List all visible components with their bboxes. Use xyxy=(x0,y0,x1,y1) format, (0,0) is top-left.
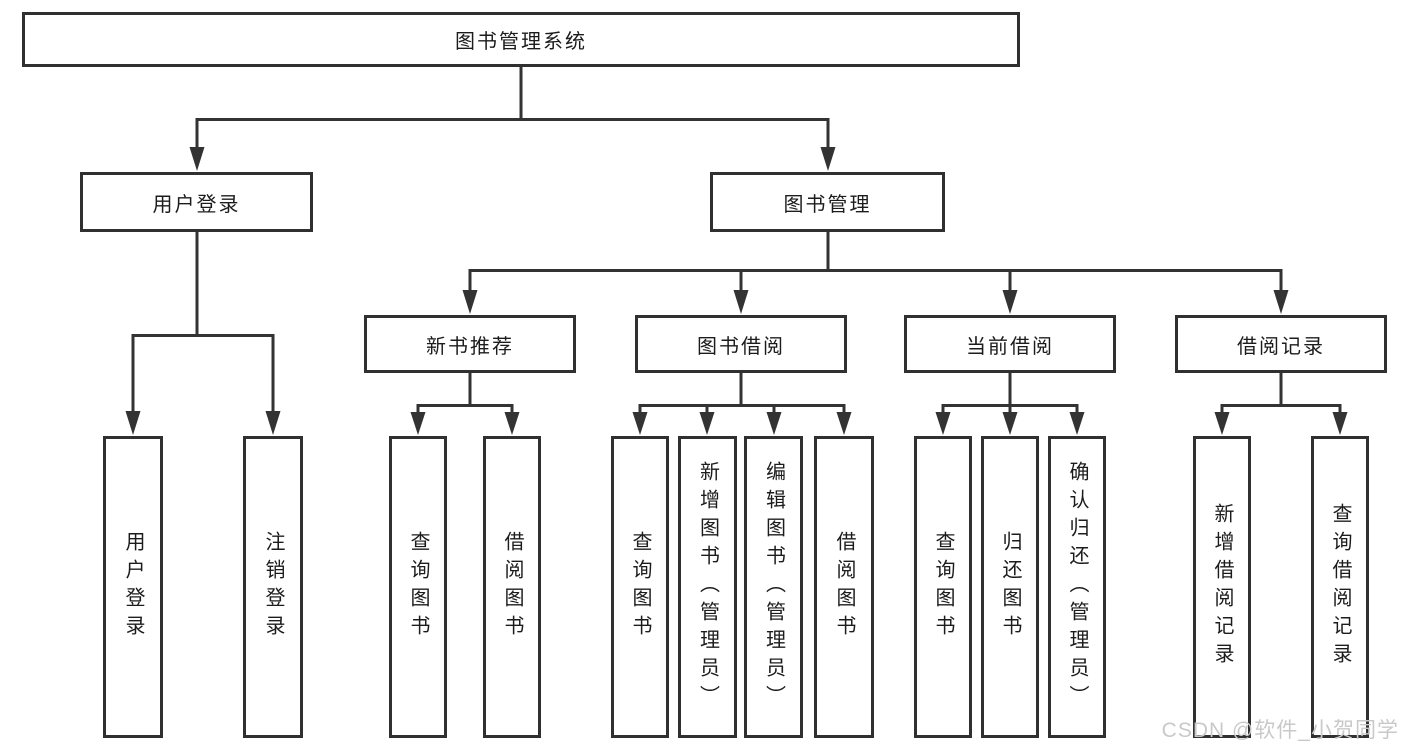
node-label: 新增借阅记录 xyxy=(1211,503,1233,671)
leaf-confirm-return-admin: 确认归还（管理员） xyxy=(1048,436,1106,738)
node-label: 借阅图书 xyxy=(833,531,855,643)
node-label: 借阅记录 xyxy=(1237,335,1325,358)
node-label: 借阅图书 xyxy=(501,531,523,643)
node-label: 用户登录 xyxy=(152,193,241,216)
node-label: 当前借阅 xyxy=(966,335,1054,358)
leaf-logout: 注销登录 xyxy=(243,436,303,738)
csdn-watermark: CSDN @软件_小贺同学 xyxy=(1161,719,1399,742)
node-current-borrowing: 当前借阅 xyxy=(904,315,1116,373)
leaf-return-books: 归还图书 xyxy=(981,436,1039,738)
node-root-system: 图书管理系统 xyxy=(22,12,1020,67)
node-user-login: 用户登录 xyxy=(80,172,313,232)
leaf-query-books-recommend: 查询图书 xyxy=(389,436,447,738)
leaf-edit-books-admin: 编辑图书（管理员） xyxy=(744,436,803,738)
node-label: 注销登录 xyxy=(262,531,284,643)
node-book-management: 图书管理 xyxy=(710,172,945,232)
node-label: 查询借阅记录 xyxy=(1329,503,1351,671)
node-label: 确认归还（管理员） xyxy=(1066,461,1088,713)
leaf-query-borrow-record: 查询借阅记录 xyxy=(1311,436,1369,738)
node-new-book-recommend: 新书推荐 xyxy=(364,315,576,373)
node-borrowing-records: 借阅记录 xyxy=(1175,315,1387,373)
node-label: 新增图书（管理员） xyxy=(696,461,719,713)
leaf-user-login: 用户登录 xyxy=(103,436,163,738)
node-label: 图书借阅 xyxy=(697,335,785,358)
node-label: 编辑图书（管理员） xyxy=(762,461,785,713)
leaf-query-books-borrowing: 查询图书 xyxy=(611,436,669,738)
node-label: 用户登录 xyxy=(122,531,144,643)
leaf-borrow-books-borrowing: 借阅图书 xyxy=(814,436,874,738)
node-label: 查询图书 xyxy=(407,531,429,643)
node-label: 图书管理系统 xyxy=(455,31,587,53)
node-book-borrowing: 图书借阅 xyxy=(635,315,847,373)
node-label: 归还图书 xyxy=(999,531,1021,643)
node-label: 查询图书 xyxy=(629,531,651,643)
leaf-add-books-admin: 新增图书（管理员） xyxy=(678,436,737,738)
node-label: 新书推荐 xyxy=(426,335,514,358)
node-label: 查询图书 xyxy=(932,531,954,643)
leaf-borrow-books-recommend: 借阅图书 xyxy=(483,436,541,738)
leaf-query-books-current: 查询图书 xyxy=(914,436,972,738)
leaf-add-borrow-record: 新增借阅记录 xyxy=(1193,436,1251,738)
node-label: 图书管理 xyxy=(783,193,872,216)
